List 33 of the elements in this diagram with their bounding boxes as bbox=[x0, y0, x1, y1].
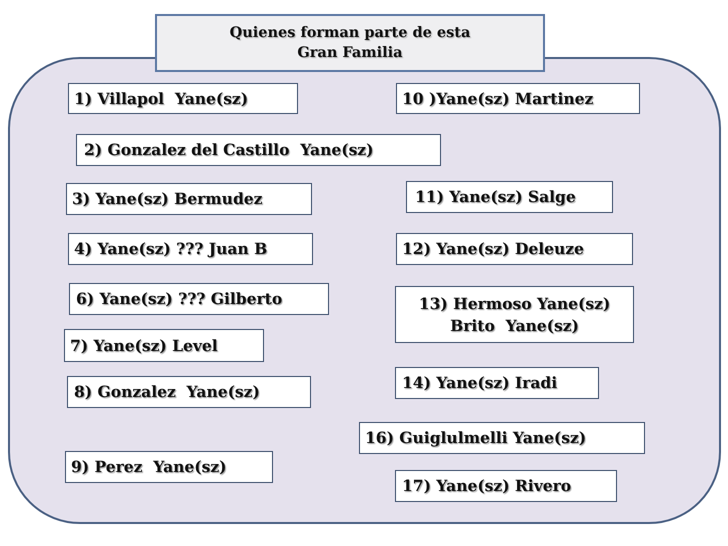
title-text: Quienes forman parte de esta Gran Familia bbox=[228, 23, 472, 63]
name-box bbox=[64, 329, 264, 362]
name-box bbox=[395, 367, 599, 399]
family-name: 16) Guiglulmelli Yane(sz) bbox=[365, 427, 586, 449]
name-box bbox=[69, 283, 329, 315]
name-box bbox=[395, 286, 634, 343]
family-name: 2) Gonzalez del Castillo Yane(sz) bbox=[84, 139, 374, 161]
family-name: 7) Yane(sz) Level bbox=[70, 334, 218, 356]
name-box bbox=[76, 134, 441, 166]
family-name: 6) Yane(sz) ??? Gilberto bbox=[76, 288, 282, 310]
family-name: 8) Gonzalez Yane(sz) bbox=[74, 381, 260, 403]
family-name: 13) Hermoso Yane(sz) Brito Yane(sz) bbox=[418, 292, 612, 336]
family-name: 9) Perez Yane(sz) bbox=[71, 456, 226, 478]
family-name: 4) Yane(sz) ??? Juan B bbox=[74, 238, 268, 260]
name-box bbox=[68, 83, 298, 114]
name-box bbox=[66, 183, 312, 215]
title-box bbox=[155, 14, 545, 72]
rounded-panel bbox=[8, 57, 721, 524]
family-name: 3) Yane(sz) Bermudez bbox=[72, 188, 262, 210]
family-name: 1) Villapol Yane(sz) bbox=[74, 88, 248, 110]
family-name: 17) Yane(sz) Rivero bbox=[402, 475, 572, 497]
family-name: 12) Yane(sz) Deleuze bbox=[402, 238, 584, 260]
name-box bbox=[396, 83, 640, 114]
family-name: 11) Yane(sz) Salge bbox=[415, 186, 576, 208]
name-box bbox=[359, 422, 645, 454]
name-box bbox=[67, 376, 311, 408]
name-box bbox=[396, 233, 633, 265]
family-name: 14) Yane(sz) Iradi bbox=[402, 372, 558, 394]
family-name: 10 )Yane(sz) Martinez bbox=[402, 88, 594, 110]
name-box bbox=[68, 233, 313, 265]
name-box bbox=[406, 181, 613, 213]
name-box bbox=[395, 470, 617, 502]
name-box bbox=[65, 451, 273, 483]
